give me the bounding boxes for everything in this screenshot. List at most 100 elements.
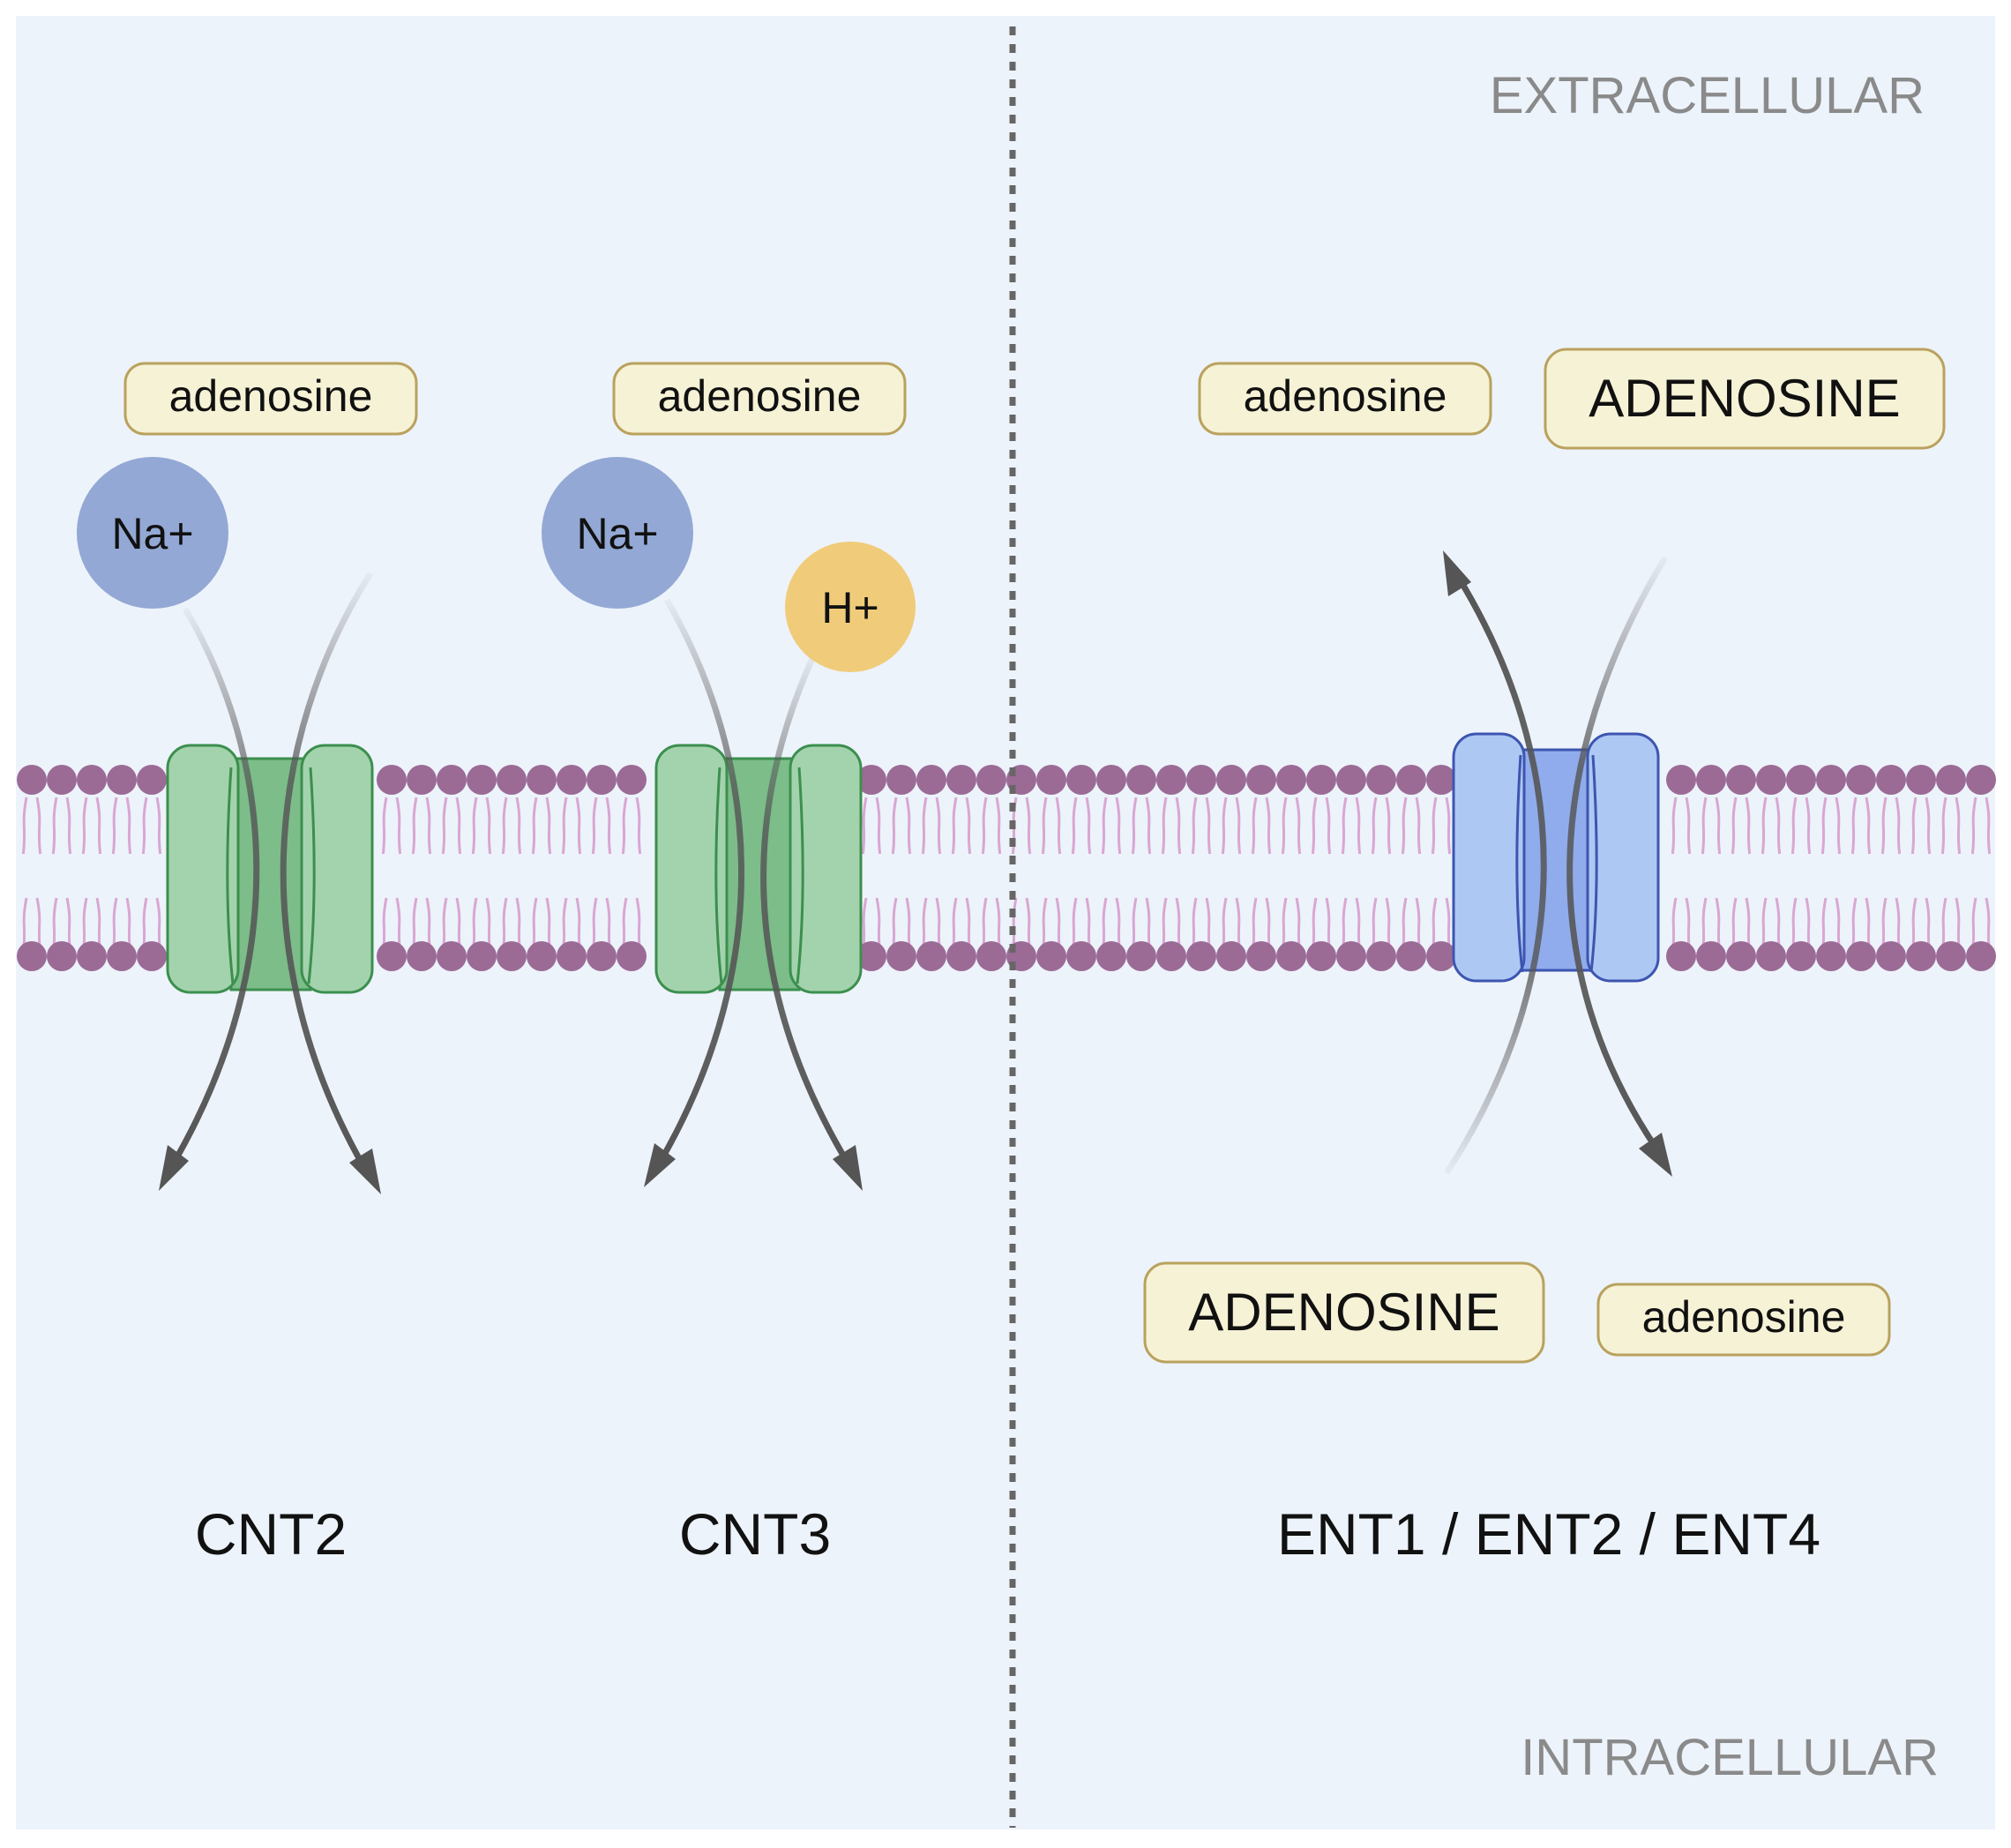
lipid-head <box>1666 941 1696 971</box>
intracellular-label: INTRACELLULAR <box>1521 1729 1939 1786</box>
cnt2-transporter <box>166 744 374 994</box>
lipid-tail <box>1880 797 1888 855</box>
lipid-head <box>1786 941 1816 971</box>
ent-efflux-arrow <box>1444 573 1547 1175</box>
lipid-tail <box>425 797 432 855</box>
lipid-head <box>1066 941 1096 971</box>
lipid-tail <box>1085 797 1092 855</box>
lipid-tail <box>1775 797 1782 855</box>
lipid-tail <box>1205 797 1212 855</box>
lipid-head <box>1846 941 1876 971</box>
lipid-tail <box>1715 797 1722 855</box>
lipid-tail <box>935 797 942 855</box>
lipid-tail <box>1955 797 1962 855</box>
cnt3-na-arrowhead <box>644 1143 676 1187</box>
lipid-tail <box>1055 797 1062 855</box>
lipid-head <box>1366 765 1396 795</box>
cnt3-na-arrow <box>656 598 745 1164</box>
lipid-head <box>1756 941 1786 971</box>
lipid-head <box>1126 765 1156 795</box>
cnt3-transporter <box>654 744 863 994</box>
lipid-tail <box>1191 797 1198 855</box>
lipid-tail <box>1251 797 1258 855</box>
lipid-tail <box>1970 797 1977 855</box>
lipid-tail <box>155 797 162 855</box>
ent-inside-low-label: adenosine <box>1642 1292 1846 1342</box>
lipid-tail <box>1745 797 1752 855</box>
lipid-head <box>976 765 1006 795</box>
ent-inside-high-label: ADENOSINE <box>1188 1283 1499 1342</box>
cnt3-h-ion: H+ <box>785 542 916 672</box>
lipid-tail <box>1431 797 1438 855</box>
lipid-tail <box>1671 797 1678 855</box>
lipid-tail <box>141 797 148 855</box>
lipid-head <box>1366 941 1396 971</box>
lipid-head <box>886 941 916 971</box>
lipid-tail <box>575 797 582 855</box>
lipid-head <box>377 941 407 971</box>
lipid-head <box>1156 765 1186 795</box>
lipid-head <box>17 765 47 795</box>
lipid-tail <box>591 797 598 855</box>
lipid-head <box>1186 765 1216 795</box>
lipid-tail <box>1835 797 1842 855</box>
lipid-head <box>1876 941 1906 971</box>
cnt2-na-ion: Na+ <box>77 457 228 609</box>
lipid-tail <box>1685 797 1692 855</box>
lipid-tail <box>35 797 42 855</box>
cnt2-inner-line-right <box>307 767 316 984</box>
lipid-tail <box>1355 797 1362 855</box>
lipid-tail <box>605 797 612 855</box>
lipid-head <box>107 765 137 795</box>
cnt2-subunit-left <box>166 744 240 994</box>
ent-transporter <box>1452 732 1660 983</box>
lipid-head <box>886 765 916 795</box>
lipid-head <box>1756 765 1786 795</box>
lipid-tail <box>1295 797 1302 855</box>
lipid-head <box>976 941 1006 971</box>
cnt2-substrate-box: adenosine <box>123 362 418 436</box>
lipid-head <box>77 765 107 795</box>
lipid-head <box>1126 941 1156 971</box>
cnt3-name: CNT3 <box>679 1501 831 1567</box>
lipid-head <box>137 941 167 971</box>
cnt2-substrate-label: adenosine <box>169 371 373 421</box>
lipid-head <box>1066 765 1096 795</box>
lipid-tail <box>1761 797 1768 855</box>
lipid-tail <box>1371 797 1378 855</box>
lipid-head <box>1186 941 1216 971</box>
lipid-head <box>407 941 437 971</box>
lipid-tail <box>1910 797 1918 855</box>
lipid-head <box>916 765 946 795</box>
lipid-tail <box>1115 797 1122 855</box>
lipid-tail <box>1221 797 1228 855</box>
cnt3-na-label: Na+ <box>576 509 658 558</box>
lipid-head <box>1336 941 1366 971</box>
lipid-head <box>557 941 587 971</box>
cnt3-subunit-left <box>654 744 729 994</box>
lipid-head <box>1726 941 1756 971</box>
lipid-tail <box>395 797 402 855</box>
lipid-tail <box>21 797 28 855</box>
lipid-tail <box>381 797 388 855</box>
lipid-tail <box>1131 797 1138 855</box>
lipid-head <box>1276 941 1306 971</box>
cnt2-adenosine-arrowhead <box>349 1148 381 1194</box>
lipid-tail <box>861 797 868 855</box>
lipid-tail <box>1701 797 1708 855</box>
lipid-tail <box>1071 797 1078 855</box>
lipid-head <box>47 765 77 795</box>
lipid-head <box>1246 941 1276 971</box>
lipid-tail <box>441 797 448 855</box>
lipid-tail <box>891 797 898 855</box>
lipid-head <box>107 941 137 971</box>
cnt2-name: CNT2 <box>195 1501 347 1567</box>
lipid-tail <box>471 797 478 855</box>
lipid-tail <box>621 797 628 855</box>
lipid-head <box>916 941 946 971</box>
lipid-tail <box>515 797 522 855</box>
lipid-head <box>497 765 527 795</box>
lipid-tail <box>1175 797 1182 855</box>
lipid-head <box>467 941 497 971</box>
lipid-head <box>587 941 617 971</box>
